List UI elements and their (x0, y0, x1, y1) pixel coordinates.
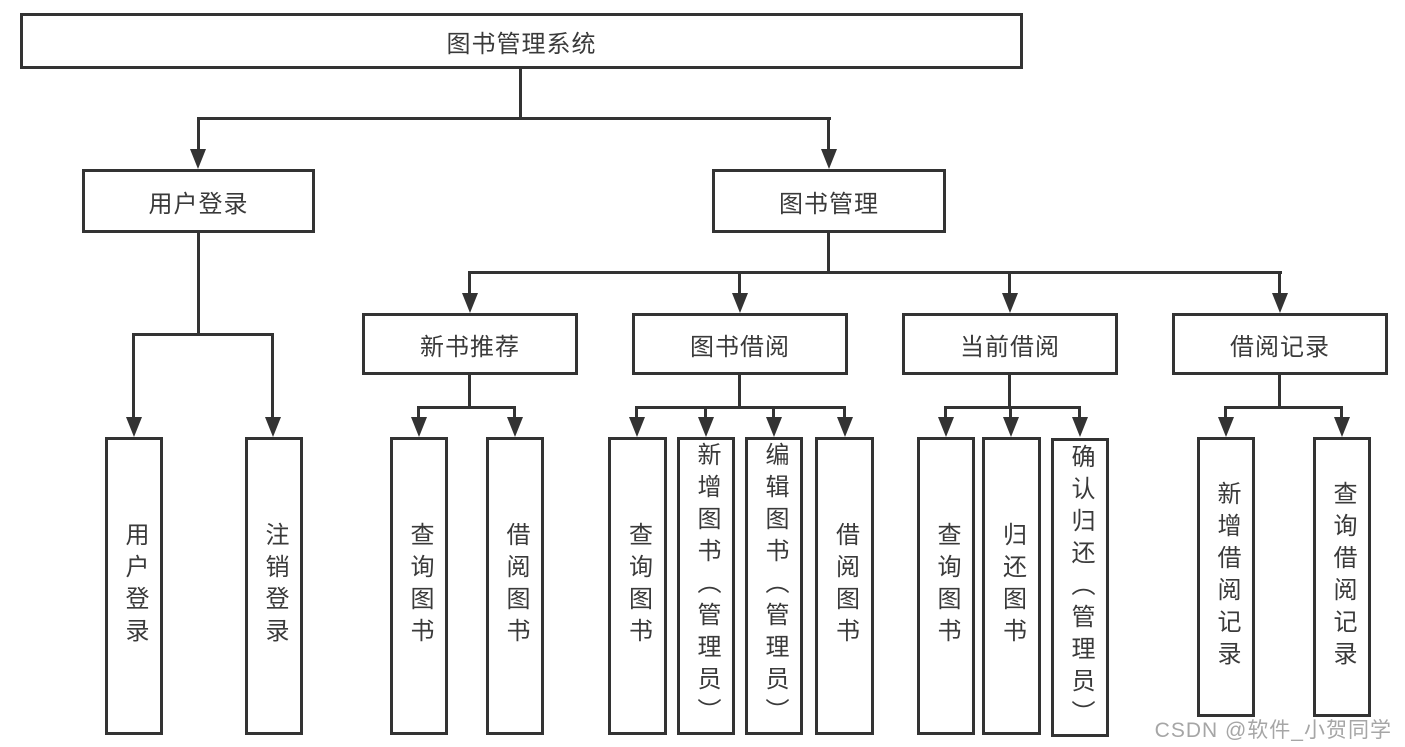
leaf-confirm-return-admin-label: 确认归还（管理员） (1067, 443, 1094, 732)
leaf-query-borrow-record: 查询借阅记录 (1313, 437, 1371, 717)
connector-stem (1008, 271, 1011, 293)
connector-stem (772, 406, 775, 417)
node-current-borrow-label: 当前借阅 (960, 333, 1060, 361)
arrowhead-icon (837, 417, 853, 437)
arrowhead-icon (1334, 417, 1350, 437)
leaf-add-books-admin: 新增图书（管理员） (677, 437, 735, 735)
arrowhead-icon (462, 293, 478, 313)
arrowhead-icon (190, 149, 206, 169)
arrowhead-icon (1072, 417, 1088, 437)
connector-stem (1224, 406, 1227, 417)
arrowhead-icon (1218, 417, 1234, 437)
connector-root-bar (197, 117, 831, 120)
arrowhead-icon (1003, 417, 1019, 437)
connector-root-trunk (519, 69, 522, 118)
leaf-add-borrow-record-label: 新增借阅记录 (1213, 481, 1240, 673)
leaf-query-borrow-record-label: 查询借阅记录 (1329, 481, 1356, 673)
connector-stem (704, 406, 707, 417)
leaf-query-books-3-label: 查询图书 (933, 522, 960, 650)
connector-book-mgmt-bar (468, 271, 1282, 274)
connector-records-trunk (1278, 375, 1281, 406)
connector-stem (944, 406, 947, 417)
arrowhead-icon (732, 293, 748, 313)
leaf-query-books-1-label: 查询图书 (406, 522, 433, 650)
connector-records-bar (1224, 406, 1343, 409)
leaf-user-login-label: 用户登录 (121, 522, 148, 650)
connector-new-books-trunk (468, 375, 471, 406)
arrowhead-icon (1272, 293, 1288, 313)
leaf-confirm-return-admin: 确认归还（管理员） (1051, 438, 1109, 737)
node-book-management-label: 图书管理 (779, 190, 879, 218)
leaf-borrow-books-1-label: 借阅图书 (502, 522, 529, 650)
connector-current-borrow-trunk (1008, 375, 1011, 406)
leaf-query-books-2-label: 查询图书 (624, 522, 652, 650)
leaf-user-login: 用户登录 (105, 437, 163, 735)
connector-stem (738, 271, 741, 293)
arrowhead-icon (1002, 293, 1018, 313)
connector-stem (1078, 406, 1081, 417)
connector-stem (843, 406, 846, 417)
arrowhead-icon (821, 149, 837, 169)
arrowhead-icon (698, 417, 714, 437)
connector-stem (1009, 406, 1012, 417)
node-current-borrow: 当前借阅 (902, 313, 1118, 375)
node-new-book-recommend-label: 新书推荐 (420, 333, 520, 361)
connector-current-borrow-bar (944, 406, 1081, 409)
connector-stem (417, 406, 420, 417)
node-book-management: 图书管理 (712, 169, 946, 233)
connector-stem (513, 406, 516, 417)
leaf-edit-books-admin: 编辑图书（管理员） (745, 437, 803, 735)
arrowhead-icon (629, 417, 645, 437)
leaf-logout: 注销登录 (245, 437, 303, 735)
connector-stem (1340, 406, 1343, 417)
leaf-borrow-books-1: 借阅图书 (486, 437, 544, 735)
arrowhead-icon (265, 417, 281, 437)
connector-book-borrow-trunk (738, 375, 741, 406)
connector-stem (271, 333, 274, 417)
leaf-return-books: 归还图书 (982, 437, 1041, 735)
connector-book-borrow-bar (635, 406, 846, 409)
connector-new-books-bar (417, 406, 516, 409)
leaf-borrow-books-2-label: 借阅图书 (831, 522, 859, 650)
node-root-label: 图书管理系统 (446, 30, 597, 58)
leaf-add-borrow-record: 新增借阅记录 (1197, 437, 1255, 717)
node-new-book-recommend: 新书推荐 (362, 313, 578, 375)
connector-book-mgmt-trunk (827, 233, 830, 271)
arrowhead-icon (938, 417, 954, 437)
leaf-query-books-3: 查询图书 (917, 437, 975, 735)
connector-stem (468, 271, 471, 293)
connector-stem (132, 333, 135, 417)
node-borrow-records: 借阅记录 (1172, 313, 1388, 375)
node-borrow-records-label: 借阅记录 (1230, 333, 1330, 361)
leaf-borrow-books-2: 借阅图书 (815, 437, 874, 735)
node-user-login: 用户登录 (82, 169, 315, 233)
connector-stem (827, 118, 830, 149)
csdn-watermark: CSDN @软件_小贺同学 (1154, 719, 1392, 742)
leaf-add-books-admin-label: 新增图书（管理员） (693, 442, 720, 730)
arrowhead-icon (411, 417, 427, 437)
connector-stem (197, 118, 200, 149)
connector-stem (635, 406, 638, 417)
node-book-borrow-label: 图书借阅 (690, 333, 790, 361)
leaf-return-books-label: 归还图书 (998, 522, 1026, 650)
arrowhead-icon (766, 417, 782, 437)
connector-user-login-bar (132, 333, 274, 336)
connector-stem (1278, 271, 1281, 293)
leaf-edit-books-admin-label: 编辑图书（管理员） (761, 442, 788, 730)
leaf-query-books-2: 查询图书 (608, 437, 667, 735)
arrowhead-icon (507, 417, 523, 437)
arrowhead-icon (126, 417, 142, 437)
node-root: 图书管理系统 (20, 13, 1023, 69)
leaf-logout-label: 注销登录 (261, 522, 288, 650)
node-user-login-label: 用户登录 (148, 190, 249, 218)
leaf-query-books-1: 查询图书 (390, 437, 448, 735)
node-book-borrow: 图书借阅 (632, 313, 848, 375)
connector-user-login-trunk (197, 233, 200, 333)
